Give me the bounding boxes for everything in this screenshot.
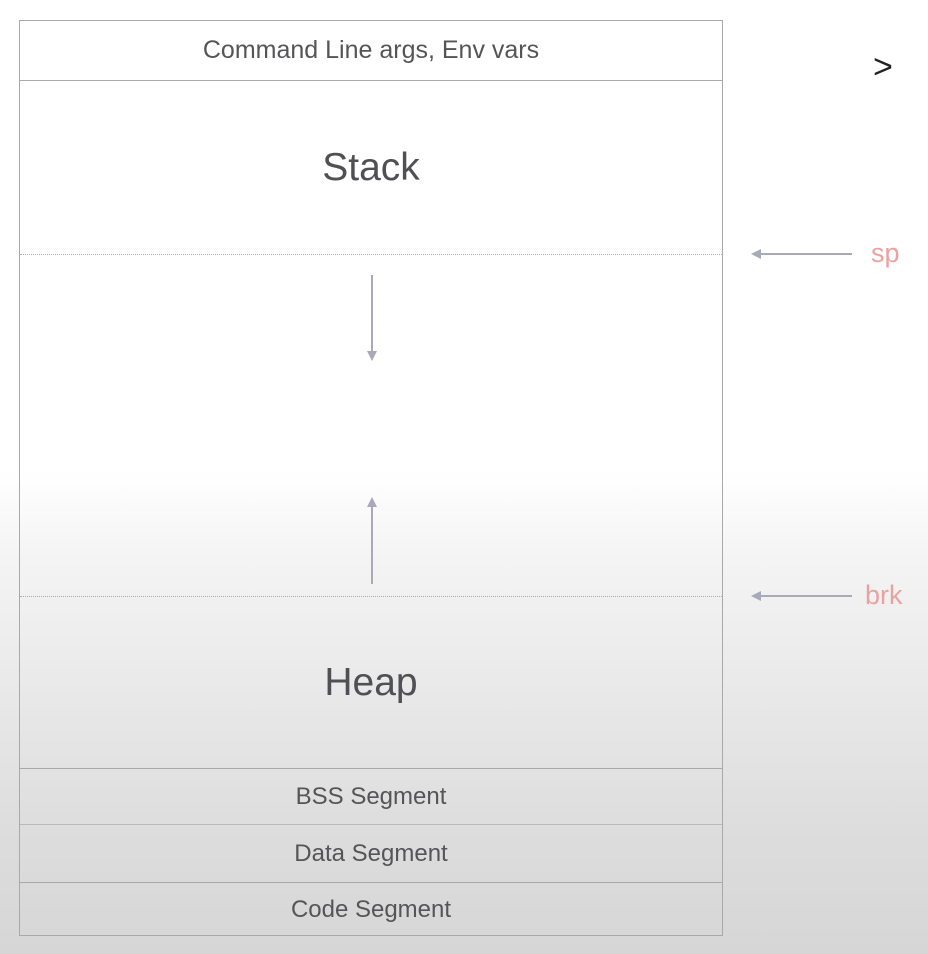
chevron-right-icon[interactable]: > — [873, 48, 893, 86]
brk-label: brk — [865, 580, 903, 610]
code-segment: Code Segment — [290, 896, 452, 923]
memory-layout-diagram: Command Line args, Env vars Stack Heap B… — [19, 20, 723, 936]
bss-segment: BSS Segment — [20, 768, 722, 825]
sp-label: sp — [871, 238, 900, 268]
heap-break-boundary — [20, 596, 722, 597]
args-env-region: Command Line args, Env vars — [20, 21, 722, 81]
stack-pointer-boundary — [20, 254, 722, 255]
stack-region-label: Stack — [322, 146, 420, 189]
heap-region-label: Heap — [324, 660, 418, 704]
data-segment: Data Segment — [20, 825, 722, 883]
